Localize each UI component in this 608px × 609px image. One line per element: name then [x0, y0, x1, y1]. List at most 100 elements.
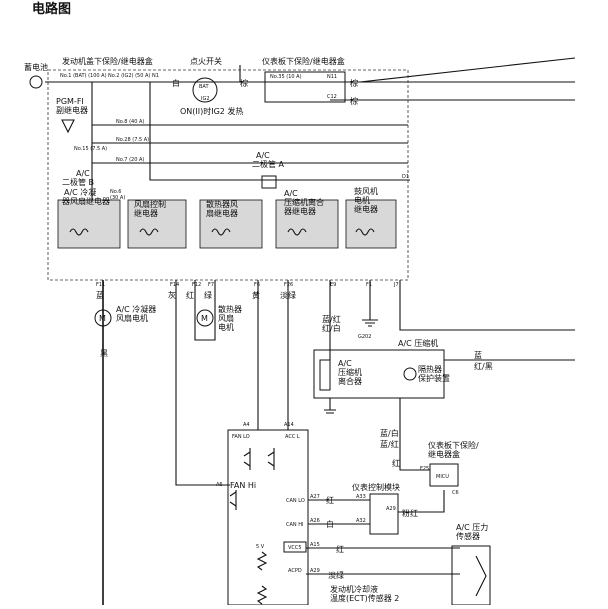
blower-relay — [345, 199, 397, 249]
n1-label: N1 — [152, 73, 159, 79]
white-label: 白 — [326, 519, 334, 529]
wire-blue-out-label: 蓝 — [474, 350, 482, 360]
engine-fuse-box-label: 发动机盖下保险/继电器盒 — [62, 56, 153, 66]
pink-wire-1 — [359, 57, 576, 83]
vcc5-label: VCC5 — [288, 545, 302, 551]
thermal-protector-icon — [403, 367, 417, 381]
micu-wire — [399, 398, 430, 471]
motor-m-2: M — [201, 314, 208, 323]
wire-green-label: 绿 — [204, 291, 212, 300]
wire-red-black2-label: 蓝/红 — [380, 439, 399, 449]
wire-blue-red-label: 蓝/红 — [322, 314, 341, 324]
transistor-3-icon — [229, 490, 237, 510]
a6-label: A6 — [216, 482, 223, 488]
battery-symbol — [29, 75, 43, 89]
a27-label: A27 — [310, 494, 320, 500]
micu-box — [429, 463, 459, 487]
a26-label: A26 — [310, 518, 320, 524]
n12-label: C12 — [327, 94, 337, 100]
relay-coil-5 — [355, 228, 375, 236]
compressor-label: A/C 压缩机 — [398, 338, 438, 348]
fuse-no28-label: No.28 (7.5 A) — [116, 137, 149, 143]
pink-red-label: 粉红 — [402, 508, 418, 518]
a14-label: A14 — [284, 422, 294, 428]
wire-yellow-label: 黄 — [252, 290, 260, 300]
transistor-2-icon — [267, 448, 275, 470]
f7-label: F7 — [208, 282, 214, 288]
condenser-fan-relay — [57, 199, 121, 249]
relay-coil-2 — [139, 228, 159, 236]
compressor-ground-icon — [324, 398, 336, 414]
fan-control-relay — [127, 199, 187, 249]
radiator-fan-motor-icon — [196, 309, 214, 327]
condenser-fan-motor-icon — [94, 309, 112, 327]
e9-label: E9 — [330, 282, 336, 288]
a29b-label: A29 — [310, 568, 320, 574]
j7-wire — [399, 280, 575, 331]
pcm-acc-l-label: ACC L — [285, 434, 300, 440]
fuse-no15-label: No.15 (7.5 A) — [74, 146, 107, 152]
radiator-fan-relay — [199, 199, 263, 249]
v5-label: 5 V — [256, 544, 265, 550]
ground-g202-icon — [362, 319, 378, 327]
wire-pink2-label: 棕 — [350, 96, 358, 106]
c6-label: C6 — [452, 490, 459, 496]
wire-white-label: 白 — [172, 78, 180, 88]
radiator-relay-label: 散热器风扇继电器 — [206, 199, 238, 218]
ignition-switch-label: 点火开关 — [190, 56, 222, 66]
pink-red-wire — [398, 490, 445, 513]
wire-gray-label: 灰 — [168, 290, 176, 300]
clutch-coil-icon — [319, 359, 331, 391]
wire-blue-label: 蓝 — [96, 290, 104, 300]
resistor-1-icon — [256, 551, 268, 571]
wire-blue-white-label: 蓝/白 — [380, 428, 399, 438]
pcm-box — [227, 429, 309, 606]
a32-label: A32 — [356, 518, 366, 524]
motor-m-1: M — [99, 314, 106, 323]
gauge-module-label: 仪表控制模块 — [352, 482, 400, 492]
wire-brown-label: 棕 — [240, 78, 248, 88]
ac-pressure-sensor-box — [451, 545, 491, 606]
can-hi-label: CAN HI — [286, 522, 303, 528]
a15-label: A15 — [310, 542, 320, 548]
f12-label: F12 — [192, 282, 201, 288]
thermal-protector-label: 隔热器保护装置 — [418, 364, 450, 383]
relay-coil-4 — [287, 228, 307, 236]
d1-label: D1 — [402, 174, 409, 180]
pcm-fan-hi-label: FAN Hi — [230, 481, 256, 490]
micu-label: MICU — [436, 474, 449, 480]
f14-label: F14 — [170, 282, 179, 288]
gray-wire — [175, 280, 230, 486]
wire-red-black-label: 红/黑 — [474, 361, 493, 371]
wire-red3-label: 红 — [392, 458, 400, 468]
pgm-fi-symbol — [61, 119, 75, 134]
a33-label: A33 — [356, 494, 366, 500]
vcc5-box — [283, 541, 307, 553]
wire-pink1-label: 棕 — [350, 78, 358, 88]
acpd-label: ACPD — [288, 568, 302, 574]
no6-label: No.6(30 A) — [110, 189, 125, 201]
n1-branch — [149, 82, 410, 181]
dash-fuse-box-label: 仪表板下保险/继电器盒 — [262, 56, 345, 66]
fuse-no35-label: No.35 (10 A) — [270, 74, 302, 80]
relay-coil-3 — [211, 228, 231, 236]
radiator-loop-wire — [194, 280, 216, 341]
a4-label: A4 — [243, 422, 250, 428]
ign-ig2-label: IG2 — [201, 96, 210, 102]
battery-label: 蓄电池 — [24, 62, 48, 72]
fuse-no8-label: No.8 (40 A) — [116, 119, 144, 125]
ac-pressure-sensor-label: A/C 压力传感器 — [456, 522, 488, 541]
radiator-motor-label: 散热器风扇电机 — [218, 304, 242, 332]
light-green2-label: 淡绿 — [328, 571, 344, 580]
a29-label: A29 — [386, 506, 396, 512]
red4-label: 红 — [336, 544, 344, 554]
n11-label: N11 — [327, 74, 337, 80]
f6-label: F6 — [254, 282, 260, 288]
wire-red-white-label: 红/白 — [322, 323, 341, 333]
dash-fuse-box — [264, 71, 346, 103]
